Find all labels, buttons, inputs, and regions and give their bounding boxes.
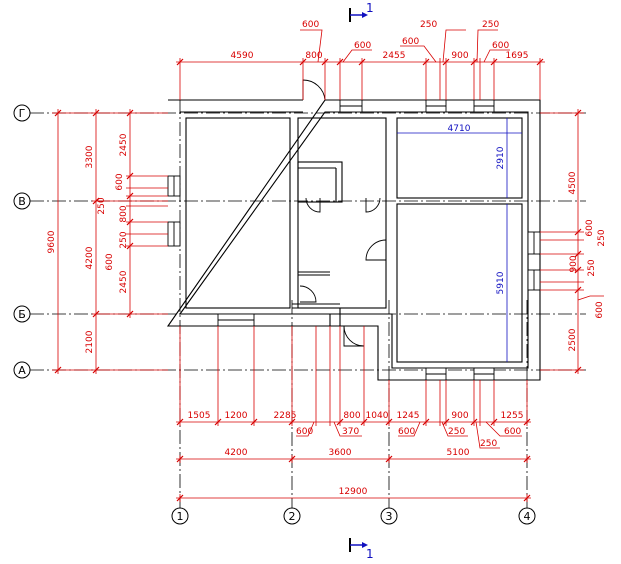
section-marker-top: 1	[349, 1, 374, 22]
dim-top-800: 800	[305, 51, 322, 61]
dim-bottom-2285: 2285	[274, 411, 297, 421]
dim-left-600a: 600	[115, 173, 125, 190]
dimension-ticks	[54, 58, 582, 502]
dimension-labels: 600 250 250 600 600 600 4590 800 2455 90…	[47, 20, 607, 497]
dim-right-600a: 600	[585, 219, 595, 236]
axis-bubble-b: Б	[13, 305, 31, 323]
dim-bottom-900: 900	[451, 411, 468, 421]
dim-top-leader-600c: 600	[402, 37, 419, 47]
dim-right-4500: 4500	[568, 171, 578, 194]
door-vestibule	[343, 325, 365, 347]
dim-bottom-1245: 1245	[397, 411, 420, 421]
room-left	[185, 117, 291, 309]
axis-bubble-4: 4	[518, 507, 536, 525]
axis-bubble-g: Г	[13, 104, 31, 122]
dimension-lines	[52, 29, 604, 502]
dim-bottom-leader-370: 370	[342, 427, 359, 437]
dim-top-leader-600a: 600	[302, 20, 319, 30]
inner-wall-contour	[178, 111, 529, 369]
dim-right-600b: 600	[595, 301, 605, 318]
dim-top-leader-250b: 250	[482, 20, 499, 30]
dim-left-2450b: 2450	[119, 270, 129, 293]
axis-bubbles: Г В Б А 1 2 3 4	[13, 104, 536, 525]
dim-top-1695: 1695	[506, 51, 529, 61]
windows	[167, 99, 541, 381]
door-left-room	[299, 285, 317, 303]
dim-left-2450a: 2450	[119, 133, 129, 156]
dim-bottom-1200: 1200	[225, 411, 248, 421]
dim-bottom-leader-600a: 600	[296, 427, 313, 437]
door-entry-top	[302, 79, 326, 101]
interior-dims	[397, 118, 522, 362]
dim-bottom-4200: 4200	[225, 448, 248, 458]
svg-text:1: 1	[366, 1, 374, 15]
interior-width-label: 4710	[448, 124, 471, 134]
interior-height-top-label: 2910	[496, 146, 506, 169]
room-top-right	[396, 117, 523, 199]
dim-bottom-3600: 3600	[329, 448, 352, 458]
dim-bottom-1040: 1040	[366, 411, 389, 421]
dim-left-800: 800	[119, 205, 129, 222]
dim-bottom-800: 800	[343, 411, 360, 421]
room-hall	[297, 117, 387, 309]
room-bottom-right	[396, 203, 523, 363]
dim-bottom-leader-250b: 250	[480, 439, 497, 449]
dim-left-250a: 250	[97, 197, 107, 214]
dim-top-leader-250a: 250	[420, 20, 437, 30]
dim-bottom-leader-600b: 600	[398, 427, 415, 437]
dim-top-leader-600d: 600	[492, 41, 509, 51]
dim-top-2455: 2455	[383, 51, 406, 61]
dim-bottom-1505: 1505	[188, 411, 211, 421]
dim-bottom-leader-600c: 600	[504, 427, 521, 437]
svg-text:В: В	[18, 195, 26, 208]
dim-left-3300: 3300	[85, 145, 95, 168]
dim-left-600b: 600	[105, 253, 115, 270]
svg-text:2: 2	[289, 510, 296, 523]
svg-text:1: 1	[177, 510, 184, 523]
walls	[166, 99, 541, 381]
outer-wall-contour	[166, 99, 541, 381]
dim-top-900: 900	[451, 51, 468, 61]
axis-bubble-1: 1	[171, 507, 189, 525]
dim-left-4200: 4200	[85, 246, 95, 269]
doors	[299, 79, 387, 347]
dim-top-4590: 4590	[231, 51, 254, 61]
dim-left-9600: 9600	[47, 230, 57, 253]
dim-bottom-leader-250a: 250	[448, 427, 465, 437]
dim-right-250a: 250	[597, 229, 607, 246]
dim-top-leader-600b: 600	[354, 41, 371, 51]
dim-bottom-12900: 12900	[339, 487, 368, 497]
interior-height-bottom-label: 5910	[496, 271, 506, 294]
svg-text:1: 1	[366, 547, 374, 561]
door-room-right	[365, 239, 387, 261]
axis-bubble-3: 3	[380, 507, 398, 525]
dim-right-900: 900	[569, 255, 579, 272]
dim-right-250b: 250	[587, 259, 597, 276]
svg-text:3: 3	[386, 510, 393, 523]
dim-bottom-5100: 5100	[447, 448, 470, 458]
dim-left-250b: 250	[119, 231, 129, 248]
dim-right-2500: 2500	[568, 328, 578, 351]
dim-left-2100: 2100	[85, 330, 95, 353]
svg-text:Г: Г	[19, 107, 26, 120]
dim-bottom-1255: 1255	[501, 411, 524, 421]
axis-bubble-2: 2	[283, 507, 301, 525]
svg-text:А: А	[18, 364, 26, 377]
axis-bubble-a: А	[13, 361, 31, 379]
section-marker-bottom: 1	[349, 538, 374, 561]
door-hall-right	[365, 197, 381, 213]
svg-text:Б: Б	[18, 308, 26, 321]
axis-bubble-v: В	[13, 192, 31, 210]
svg-text:4: 4	[524, 510, 531, 523]
door-bath	[305, 197, 321, 213]
